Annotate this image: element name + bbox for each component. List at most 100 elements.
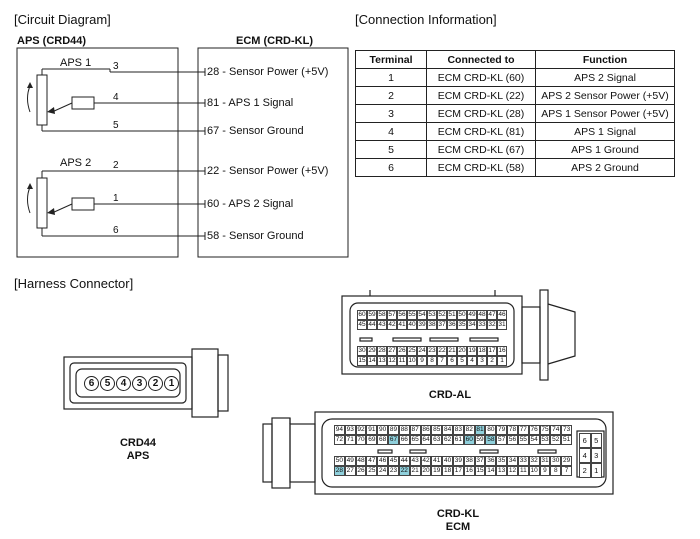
ecm-signal: 58 - Sensor Ground (207, 230, 304, 242)
crd-kl-pin: 14 (485, 466, 497, 476)
aps-pin: 4 (113, 92, 119, 103)
table-cell: ECM CRD-KL (22) (426, 86, 536, 105)
crd44-connector (63, 348, 229, 418)
crd-kl-pin: 15 (474, 466, 486, 476)
crd-kl-pin: 61 (453, 435, 464, 445)
crd-kl-pin: 29 (561, 456, 572, 466)
crd-kl-pin: 43 (409, 456, 421, 466)
column-header: Connected to (426, 50, 536, 69)
crd-kl-pin: 40 (442, 456, 453, 466)
crd-kl-side-pin: 5 (590, 433, 602, 448)
crd-kl-caption-line: CRD-KL (436, 508, 480, 520)
crd-kl-pin: 16 (463, 466, 475, 476)
crd-al-pin: 2 (487, 356, 497, 366)
crd-kl-pin: 63 (431, 435, 443, 445)
crd-kl-pin: 80 (485, 425, 497, 435)
crd-al-pin: 46 (497, 310, 507, 320)
crd-kl-pin: 45 (388, 456, 399, 466)
crd-al-pin: 54 (417, 310, 427, 320)
crd-al-pin: 13 (377, 356, 387, 366)
crd-kl-pin: 53 (539, 435, 551, 445)
crd-kl-pin: 32 (528, 456, 540, 466)
crd-al-pin: 36 (447, 320, 457, 330)
crd-kl-pin: 57 (496, 435, 508, 445)
crd-kl-pin: 42 (420, 456, 432, 466)
aps-pin: 1 (113, 193, 119, 204)
ecm-signal: 60 - APS 2 Signal (207, 198, 294, 210)
crd-al-pin: 16 (497, 346, 507, 356)
crd-kl-pin: 93 (344, 425, 356, 435)
crd-kl-pin: 88 (398, 425, 410, 435)
table-cell: ECM CRD-KL (67) (426, 140, 536, 159)
crd-al-pin: 52 (437, 310, 447, 320)
aps2-resistor (36, 177, 48, 229)
crd-kl-pin: 26 (355, 466, 367, 476)
crd-kl-pin: 10 (528, 466, 540, 476)
circuit-diagram-title: [Circuit Diagram] (14, 12, 111, 27)
crd44-caption-line: APS (126, 450, 150, 462)
crd-al-pin: 8 (427, 356, 437, 366)
crd-kl-pin: 51 (561, 435, 572, 445)
crd-al-pin: 20 (457, 346, 467, 356)
table-cell: ECM CRD-KL (81) (426, 122, 536, 141)
crd-kl-pin: 87 (409, 425, 421, 435)
crd-al-pin: 60 (357, 310, 367, 320)
crd44-pin: 4 (116, 376, 131, 391)
crd-kl-pin: 28 (334, 466, 345, 476)
table-cell: APS 1 Sensor Power (+5V) (535, 104, 675, 123)
crd-kl-side-pin: 3 (590, 448, 602, 463)
crd-al-pin: 43 (377, 320, 387, 330)
crd-kl-pin: 21 (409, 466, 421, 476)
crd44-pin: 5 (100, 376, 115, 391)
table-cell: 1 (355, 68, 427, 87)
crd-kl-pin: 8 (550, 466, 562, 476)
crd-al-pin: 34 (467, 320, 477, 330)
table-cell: 2 (355, 86, 427, 105)
crd-kl-pin: 46 (377, 456, 389, 466)
crd-al-pin: 49 (467, 310, 477, 320)
crd-kl-pin: 38 (463, 456, 475, 466)
crd-kl-pin: 67 (388, 435, 399, 445)
crd-kl-pin: 17 (453, 466, 464, 476)
table-cell: APS 1 Ground (535, 140, 675, 159)
crd-al-pin: 4 (467, 356, 477, 366)
crd-kl-pin: 84 (442, 425, 453, 435)
table-cell: 3 (355, 104, 427, 123)
crd-kl-pin: 33 (517, 456, 529, 466)
crd-kl-pin: 52 (550, 435, 562, 445)
crd44-pin: 3 (132, 376, 147, 391)
crd-kl-pin: 56 (507, 435, 518, 445)
table-cell: ECM CRD-KL (28) (426, 104, 536, 123)
crd-al-pin: 12 (387, 356, 397, 366)
crd-al-pin: 9 (417, 356, 427, 366)
crd-al-pin: 14 (367, 356, 377, 366)
crd-kl-pin: 81 (474, 425, 486, 435)
crd-kl-pin: 55 (517, 435, 529, 445)
crd-kl-pin: 77 (517, 425, 529, 435)
crd-kl-pin: 20 (420, 466, 432, 476)
crd-kl-pin: 30 (550, 456, 562, 466)
column-header: Function (535, 50, 675, 69)
crd-al-pin: 58 (377, 310, 387, 320)
crd-kl-pin: 41 (431, 456, 443, 466)
table-cell: APS 2 Signal (535, 68, 675, 87)
crd44-pin: 2 (148, 376, 163, 391)
crd-kl-pin: 39 (453, 456, 464, 466)
crd-kl-pin: 92 (355, 425, 367, 435)
crd-kl-pin: 19 (431, 466, 443, 476)
crd-kl-pin: 23 (388, 466, 399, 476)
ecm-box (197, 47, 349, 258)
crd44-pin: 6 (84, 376, 99, 391)
crd-kl-pin: 59 (474, 435, 486, 445)
ecm-signal: 22 - Sensor Power (+5V) (207, 165, 329, 177)
crd44-caption: CRD44 APS (108, 437, 168, 463)
crd-kl-pin: 73 (561, 425, 572, 435)
